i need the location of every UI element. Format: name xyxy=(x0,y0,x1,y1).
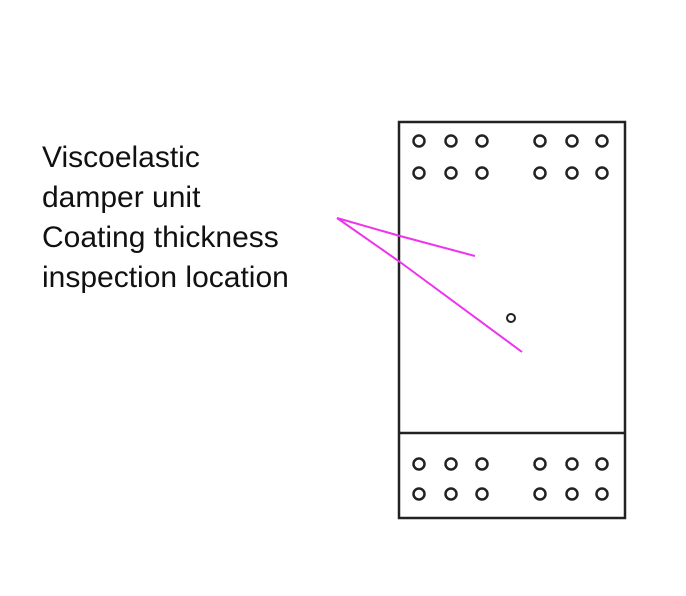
bolt-holes xyxy=(412,134,609,501)
damper-leader-line xyxy=(336,217,476,257)
bolt-hole xyxy=(412,457,426,471)
inspection-label-line1: Coating thickness xyxy=(42,221,279,254)
bolt-hole xyxy=(533,457,547,471)
bolt-hole xyxy=(475,487,489,501)
bolt-hole xyxy=(565,487,579,501)
inspection-leader-line xyxy=(336,217,523,353)
bolt-hole xyxy=(444,166,458,180)
bolt-hole xyxy=(475,457,489,471)
bolt-hole xyxy=(412,134,426,148)
bolt-hole xyxy=(475,166,489,180)
damper-label-line1: Viscoelastic xyxy=(42,141,200,174)
bolt-hole xyxy=(412,166,426,180)
bolt-hole xyxy=(565,166,579,180)
inspection-label-line2: inspection location xyxy=(42,261,289,294)
bolt-hole xyxy=(565,457,579,471)
damper-label-line2: damper unit xyxy=(42,181,201,214)
bolt-hole xyxy=(475,134,489,148)
bolt-hole xyxy=(444,134,458,148)
bolt-hole xyxy=(444,487,458,501)
bolt-hole xyxy=(533,134,547,148)
bolt-hole xyxy=(595,487,609,501)
damper-outline xyxy=(397,120,627,520)
bolt-hole xyxy=(595,166,609,180)
bolt-hole xyxy=(533,487,547,501)
bolt-hole xyxy=(444,457,458,471)
bolt-hole xyxy=(533,166,547,180)
bolt-hole xyxy=(595,457,609,471)
bolt-hole xyxy=(565,134,579,148)
bolt-hole xyxy=(595,134,609,148)
bolt-hole xyxy=(412,487,426,501)
inspection-point xyxy=(506,313,516,323)
